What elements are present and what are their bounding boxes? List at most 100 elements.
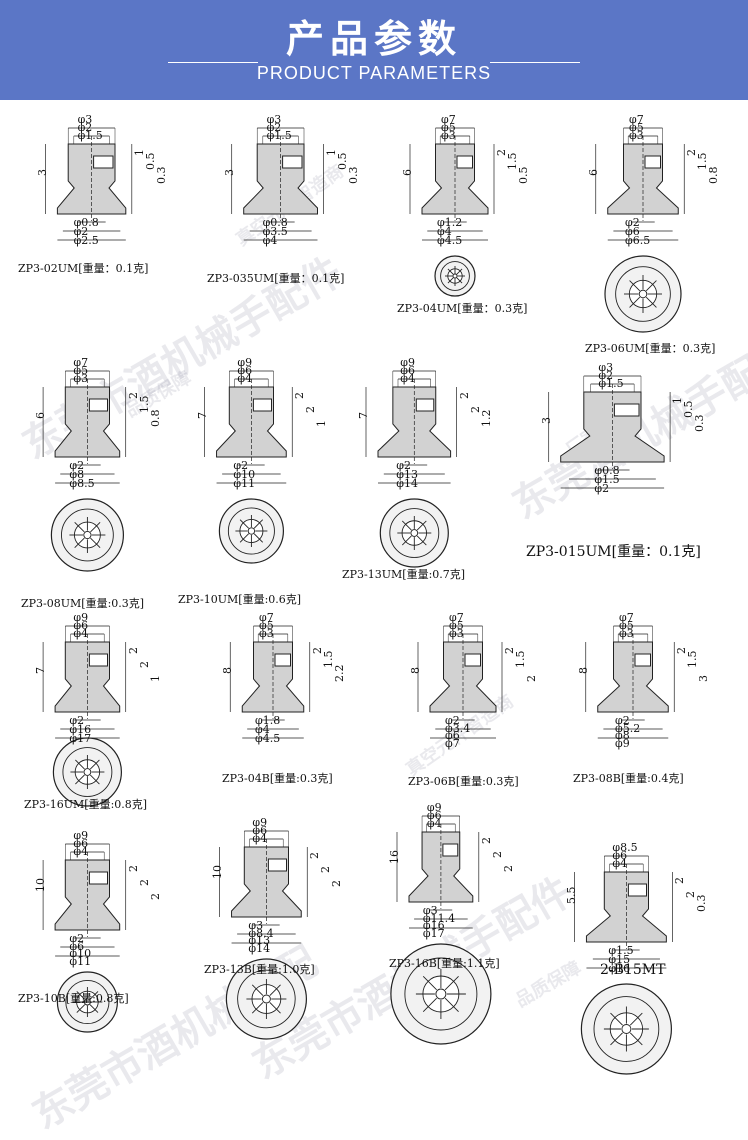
- dimension-label: φ11.4: [422, 911, 456, 925]
- part-14-technical-drawing: [219, 830, 308, 1040]
- dimension-label: φ7: [445, 736, 460, 750]
- dimension-label: φ6.5: [625, 234, 651, 247]
- part-6-elevation-drawing: [204, 370, 293, 484]
- dimension-label: 5.5: [565, 886, 579, 905]
- dimension-label: 10: [210, 865, 224, 879]
- part-6-plan-view: [218, 498, 285, 564]
- dimension-label: φ2: [445, 714, 460, 727]
- dimension-label: φ1.5: [608, 944, 634, 957]
- dimension-label: φ3: [449, 627, 464, 640]
- dimension-label: φ6: [73, 837, 89, 850]
- dimension-label: φ1.5: [77, 129, 103, 142]
- dimension-label: φ1.2: [437, 216, 463, 229]
- dimension-label: 3: [222, 169, 236, 176]
- dimension-label: 0.8: [148, 409, 162, 428]
- dimension-label: φ5: [73, 364, 89, 377]
- dimension-label: 0.3: [346, 166, 360, 185]
- dimension-label: 1.5: [686, 650, 700, 669]
- part-2-caption: ZP3-035UM[重量：0.1克]: [207, 272, 345, 285]
- dimension-label: φ7: [619, 611, 634, 624]
- part-15-plan-view: [390, 943, 492, 1045]
- dimension-label: φ3: [629, 129, 644, 142]
- dimension-label: φ2: [598, 369, 614, 382]
- dimension-label: 1.5: [514, 650, 527, 669]
- dimension-label: φ6: [612, 849, 628, 862]
- dimension-label: φ14: [396, 477, 418, 490]
- dimension-label: φ9: [615, 736, 630, 750]
- dimension-label: φ6: [445, 729, 460, 742]
- dimension-label: φ11: [233, 477, 256, 490]
- part-10-technical-drawing: [229, 625, 311, 739]
- header-banner: 产品参数 PRODUCT PARAMETERS: [0, 0, 748, 100]
- part-14-elevation-drawing: [219, 830, 308, 944]
- part-8-caption: ZP3-015UM[重量：0.1克]: [526, 544, 701, 560]
- divider-right: [490, 62, 580, 63]
- dimension-label: φ2: [69, 459, 85, 472]
- dimension-label: 2: [479, 837, 493, 844]
- dimension-label: φ1.8: [255, 714, 281, 727]
- part-3-elevation-drawing: [409, 127, 495, 241]
- dimension-label: φ6: [400, 364, 415, 377]
- dimension-label: φ3: [619, 627, 634, 640]
- dimension-label: 0.8: [707, 166, 721, 185]
- dimension-label: 2: [148, 893, 162, 900]
- dimension-label: φ16: [608, 962, 631, 975]
- part-15-technical-drawing: [390, 815, 492, 1045]
- part-16-caption: 2-B15MT: [600, 962, 666, 978]
- dimension-label: φ3: [422, 904, 438, 917]
- dimension-label: φ7: [73, 356, 89, 369]
- part-5-caption: ZP3-08UM[重量:0.3克]: [21, 597, 145, 610]
- dimension-label: 2: [490, 851, 504, 858]
- part-1-technical-drawing: [45, 127, 133, 241]
- part-10-elevation-drawing: [229, 625, 311, 739]
- dimension-label: 2: [501, 865, 515, 872]
- dimension-label: 2: [126, 647, 140, 654]
- part-3-plan-view: [434, 255, 476, 297]
- part-9-technical-drawing: [42, 625, 127, 807]
- dimension-label: φ4: [73, 627, 89, 640]
- part-7-caption: ZP3-13UM[重量:0.7克]: [342, 568, 466, 581]
- part-12-elevation-drawing: [585, 625, 675, 739]
- dimension-label: φ16: [422, 919, 445, 932]
- part-13-technical-drawing: [42, 843, 127, 1033]
- dimension-label: 2: [304, 406, 318, 413]
- dimension-label: 3: [539, 417, 553, 424]
- dimension-label: φ15: [608, 953, 631, 966]
- dimension-label: φ1.5: [598, 377, 624, 390]
- dimension-label: φ2: [594, 482, 610, 495]
- part-15-caption: ZP3-16B[重量:1.1克]: [389, 957, 500, 970]
- dimension-label: 2: [673, 877, 687, 884]
- dimension-label: 2.2: [332, 664, 346, 683]
- dimension-label: φ13: [248, 934, 271, 947]
- dimension-label: φ3: [259, 627, 274, 640]
- dimension-label: 8: [409, 667, 422, 674]
- dimension-label: φ4.5: [255, 732, 281, 745]
- dimension-label: φ4: [437, 225, 452, 238]
- dimension-label: 6: [401, 169, 414, 176]
- dimension-label: φ6: [237, 364, 253, 377]
- part-5-technical-drawing: [42, 370, 127, 572]
- part-11-elevation-drawing: [417, 625, 503, 739]
- dimension-label: 2: [457, 392, 471, 399]
- dimension-label: 8: [576, 667, 590, 674]
- dimension-label: φ4: [255, 723, 270, 736]
- part-4-plan-view: [604, 255, 682, 333]
- dimension-label: φ7: [449, 611, 464, 624]
- part-1-caption: ZP3-02UM[重量：0.1克]: [18, 262, 149, 275]
- part-9-caption: ZP3-16UM[重量:0.8克]: [24, 798, 148, 811]
- dimension-label: φ2: [266, 121, 282, 134]
- dimension-label: φ4: [73, 845, 89, 858]
- dimension-label: 7: [357, 412, 370, 419]
- dimension-label: φ8.5: [69, 477, 95, 490]
- dimension-label: φ0.8: [594, 464, 620, 477]
- part-12-technical-drawing: [585, 625, 675, 739]
- part-5-plan-view: [50, 498, 125, 572]
- dimension-label: φ9: [400, 356, 415, 369]
- dimension-label: 0.3: [695, 894, 709, 913]
- part-2-technical-drawing: [231, 127, 324, 241]
